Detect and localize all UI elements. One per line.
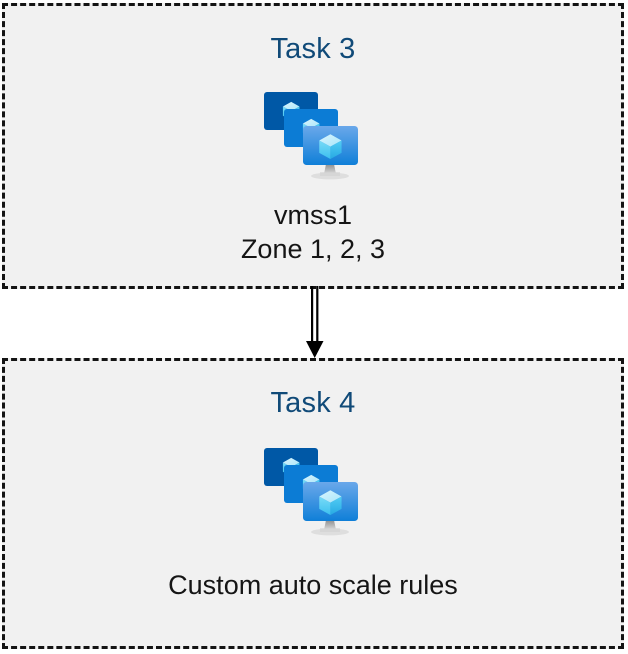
task-3-caption: vmss1 Zone 1, 2, 3 [241,198,385,266]
vmss-icon [258,88,368,184]
connector-task3-to-task4 [296,286,332,360]
task-4-caption: Custom auto scale rules [168,568,458,602]
task-4-caption-line-1: Custom auto scale rules [168,570,458,600]
task-box-task-3[interactable]: Task 3 [2,3,624,289]
task-3-caption-line-1: vmss1 [273,200,352,230]
task-3-title: Task 3 [270,33,356,65]
task-3-caption-line-2: Zone 1, 2, 3 [240,234,386,264]
task-4-title: Task 4 [270,387,356,419]
task-box-task-4[interactable]: Task 4 [2,358,624,649]
vmss-icon [258,444,368,540]
